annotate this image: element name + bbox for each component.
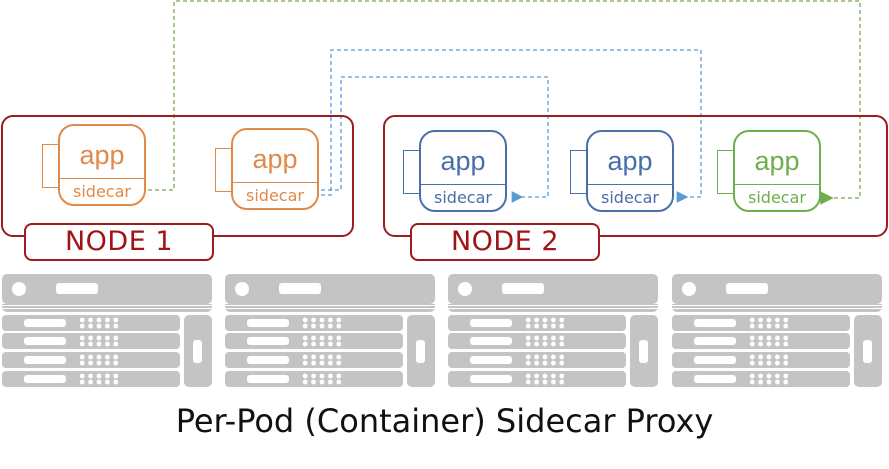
server-top-panel	[448, 274, 658, 304]
pod-divider	[421, 184, 505, 185]
node-2-pod-3[interactable]: app sidecar	[717, 130, 821, 214]
node-2-pod-1[interactable]: app sidecar	[403, 130, 507, 214]
server-icon	[448, 274, 658, 387]
link-blue-node1-pod2-to-node2-pod2	[321, 49, 702, 203]
app-label: app	[252, 144, 298, 174]
sidecar-label: sidecar	[601, 188, 659, 207]
vent-dots-icon	[524, 354, 566, 366]
vent-dots-icon	[78, 335, 120, 347]
server-drive-bay	[448, 315, 626, 331]
server-top-panel	[672, 274, 882, 304]
pod-card: app sidecar	[586, 130, 674, 212]
pod-tab	[403, 150, 423, 194]
node-1-pod-2[interactable]: app sidecar	[215, 128, 319, 212]
vent-dots-icon	[748, 317, 790, 329]
sidecar-label: sidecar	[73, 182, 131, 201]
server-icon	[672, 274, 882, 387]
server-trim	[2, 304, 212, 312]
server-drive-bay	[448, 371, 626, 387]
sidecar-label: sidecar	[748, 188, 806, 207]
vent-dots-icon	[748, 354, 790, 366]
sidecar-label: sidecar	[246, 186, 304, 205]
app-label: app	[754, 146, 800, 176]
pod-divider	[60, 178, 144, 179]
server-handle-icon	[863, 340, 872, 363]
server-slot	[279, 283, 321, 294]
server-drive-bay	[2, 333, 180, 349]
server-slot	[726, 283, 768, 294]
pod-card: app sidecar	[231, 128, 319, 210]
server-trim	[448, 304, 658, 312]
server-drive-bay	[225, 371, 403, 387]
server-trim	[225, 304, 435, 312]
server-drive-bay	[225, 352, 403, 368]
server-side-panel	[407, 315, 435, 387]
link-blue-node1-pod2-to-node2-pod1	[321, 76, 549, 203]
server-handle-icon	[416, 340, 425, 363]
diagram-caption: Per-Pod (Container) Sidecar Proxy	[175, 402, 714, 440]
node-2-container	[383, 115, 888, 237]
vent-dots-icon	[78, 373, 120, 385]
server-drive-bay	[672, 352, 850, 368]
server-drive-bay	[2, 352, 180, 368]
pod-card: app sidecar	[733, 130, 821, 212]
vent-dots-icon	[524, 317, 566, 329]
server-icon	[225, 274, 435, 387]
vent-dots-icon	[301, 354, 343, 366]
app-label: app	[607, 146, 653, 176]
server-side-panel	[184, 315, 212, 387]
server-handle-icon	[193, 340, 202, 363]
node-1-pod-1[interactable]: app sidecar	[42, 124, 146, 208]
server-drive-bay	[225, 333, 403, 349]
server-top-panel	[225, 274, 435, 304]
server-led-icon	[682, 282, 696, 296]
vent-dots-icon	[524, 373, 566, 385]
pod-divider	[233, 182, 317, 183]
pod-divider	[588, 184, 672, 185]
server-drive-bay	[672, 315, 850, 331]
server-icon	[2, 274, 212, 387]
server-led-icon	[235, 282, 249, 296]
node-2-label: NODE 2	[410, 223, 600, 261]
pod-tab	[717, 150, 737, 194]
vent-dots-icon	[301, 317, 343, 329]
pod-card: app sidecar	[419, 130, 507, 212]
app-label: app	[79, 140, 125, 170]
pod-tab	[215, 148, 235, 192]
server-drive-bay	[672, 333, 850, 349]
server-led-icon	[12, 282, 26, 296]
server-top-panel	[2, 274, 212, 304]
server-led-icon	[458, 282, 472, 296]
server-side-panel	[630, 315, 658, 387]
pod-tab	[570, 150, 590, 194]
vent-dots-icon	[301, 373, 343, 385]
server-slot	[502, 283, 544, 294]
node-1-label: NODE 1	[24, 223, 214, 261]
vent-dots-icon	[78, 354, 120, 366]
pod-card: app sidecar	[58, 124, 146, 206]
server-slot	[56, 283, 98, 294]
vent-dots-icon	[748, 335, 790, 347]
server-side-panel	[854, 315, 882, 387]
pod-divider	[735, 184, 819, 185]
server-drive-bay	[448, 352, 626, 368]
vent-dots-icon	[78, 317, 120, 329]
server-drive-bay	[672, 371, 850, 387]
server-drive-bay	[448, 333, 626, 349]
vent-dots-icon	[301, 335, 343, 347]
server-handle-icon	[639, 340, 648, 363]
server-drive-bay	[225, 315, 403, 331]
app-label: app	[440, 146, 486, 176]
link-green-node1-pod1-to-node2-pod3	[148, 0, 861, 205]
vent-dots-icon	[748, 373, 790, 385]
pod-tab	[42, 144, 62, 188]
node-2-pod-2[interactable]: app sidecar	[570, 130, 674, 214]
vent-dots-icon	[524, 335, 566, 347]
server-drive-bay	[2, 315, 180, 331]
server-drive-bay	[2, 371, 180, 387]
sidecar-label: sidecar	[434, 188, 492, 207]
server-trim	[672, 304, 882, 312]
